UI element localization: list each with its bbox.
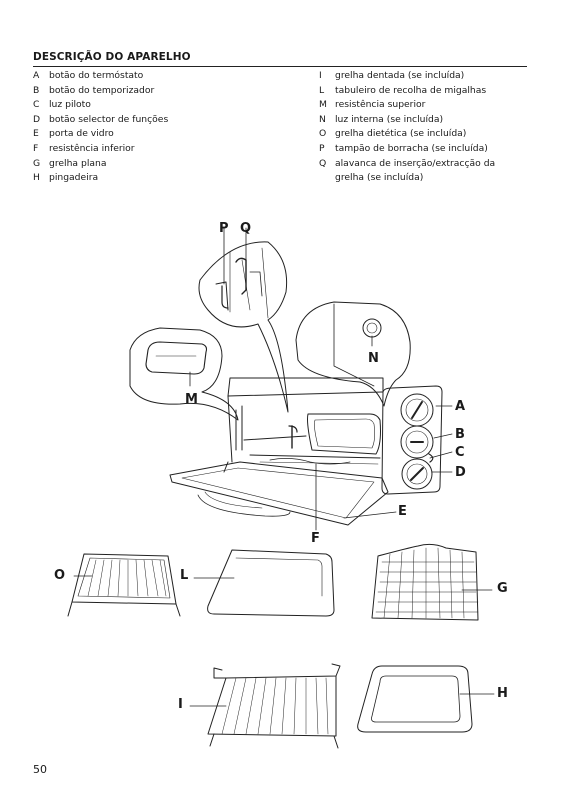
item-key: C xyxy=(33,99,40,111)
detail-bubble-n xyxy=(295,301,411,407)
item-key: H xyxy=(33,172,40,184)
item-text: resistência superior xyxy=(335,99,426,111)
appliance-illustration xyxy=(67,227,495,749)
item-g-flat-grill xyxy=(371,543,493,621)
callout-q: Q xyxy=(240,221,252,236)
item-key: M xyxy=(319,99,327,111)
item-text: grelha dentada (se incluída) xyxy=(335,70,465,81)
item-text: tampão de borracha (se incluída) xyxy=(335,142,488,154)
item-text: botão do temporizador xyxy=(49,84,155,96)
item-key: E xyxy=(33,128,39,140)
item-h-drip-pan xyxy=(357,665,495,733)
callout-d: D xyxy=(455,465,466,480)
callout-p: P xyxy=(219,221,229,236)
item-key: P xyxy=(319,142,325,154)
item-key xyxy=(319,171,335,186)
item-key: Q xyxy=(319,157,327,169)
callout-n: N xyxy=(368,351,379,366)
item-text: grelha plana xyxy=(49,157,107,169)
item-key: L xyxy=(319,84,325,96)
oven-body xyxy=(169,377,443,526)
callout-i: I xyxy=(178,697,183,712)
item-text: grelha dietética (se incluída) xyxy=(335,128,467,140)
item-i-toothed-grill xyxy=(189,663,341,749)
section-title: DESCRIÇÃO DO APARELHO xyxy=(33,51,191,63)
title-rule xyxy=(33,66,527,67)
item-key: B xyxy=(33,84,40,96)
item-text: grelha (se incluída) xyxy=(335,172,424,184)
item-key: N xyxy=(319,113,326,125)
item-text: luz interna (se incluída) xyxy=(335,113,444,125)
callout-l: L xyxy=(180,568,189,583)
item-key: G xyxy=(33,157,41,169)
list-item: grelha (se incluída) xyxy=(319,171,527,186)
item-text: resistência inferior xyxy=(49,142,135,154)
appliance-figure: P Q N M A B C D E F O L G I H xyxy=(0,200,561,760)
item-key: A xyxy=(33,70,40,81)
page-number: 50 xyxy=(33,763,47,776)
callout-h: H xyxy=(497,686,508,701)
callout-e: E xyxy=(398,504,407,519)
detail-bubble-m xyxy=(129,327,239,421)
item-key: D xyxy=(33,113,41,125)
item-text: alavanca de inserção/extracção da xyxy=(335,157,496,169)
item-key: F xyxy=(33,142,39,154)
item-text: botão selector de funções xyxy=(49,113,169,125)
detail-bubble-pq xyxy=(198,227,289,413)
item-text: pingadeira xyxy=(49,172,99,184)
item-l-crumb-tray xyxy=(193,549,335,617)
callout-m: M xyxy=(185,392,198,407)
callout-o: O xyxy=(54,568,66,583)
callout-g: G xyxy=(497,581,508,596)
item-text: luz piloto xyxy=(49,99,91,111)
callout-f: F xyxy=(311,531,320,546)
item-text: botão do termóstato xyxy=(49,70,144,81)
leader-lines xyxy=(315,405,453,531)
item-text: porta de vidro xyxy=(49,128,114,140)
item-text: tabuleiro de recolha de migalhas xyxy=(335,84,487,96)
callout-b: B xyxy=(455,427,465,442)
callout-c: C xyxy=(455,445,465,460)
callout-a: A xyxy=(455,399,466,414)
item-key: I xyxy=(319,70,322,81)
item-o-diet-grill xyxy=(67,553,181,617)
item-key: O xyxy=(319,128,327,140)
